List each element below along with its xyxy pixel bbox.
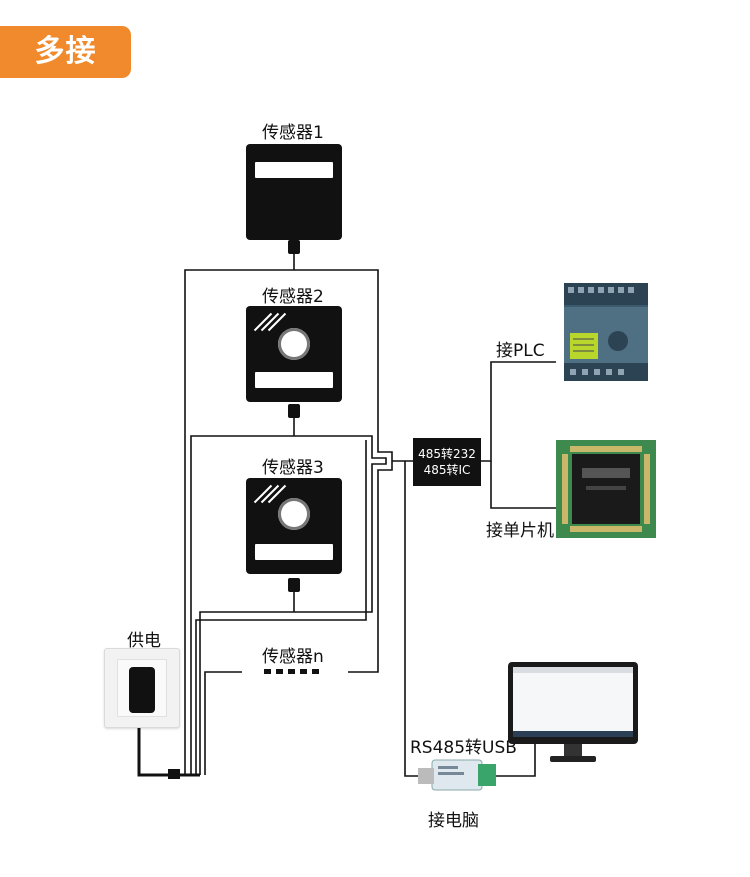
rs485-usb-converter-icon [418,759,496,791]
sensor-3 [246,478,342,574]
sensor-n-label: 传感器n [262,647,324,667]
sensor-3-connector [288,578,300,592]
usb-converter-label: RS485转USB [410,738,517,758]
sensor-3-label: 传感器3 [262,458,324,478]
glare-icon [252,484,287,506]
sensor-1 [246,144,342,240]
sensor-display-window [255,372,333,388]
glare-icon [252,312,287,334]
mcu-label: 接单片机 [486,521,554,541]
protocol-converter: 485转232 485转IC [413,438,481,486]
power-adapter-icon [129,667,155,713]
plc-wire [481,361,556,462]
sensor-display-window [255,544,333,560]
sensor-lens [278,498,310,530]
bus-wire-n [204,671,242,775]
sensor-display-window [255,162,333,178]
plc-label: 接PLC [496,341,545,361]
title-badge: 多接 [0,26,131,78]
sensor-lens [278,328,310,360]
converter-line-2: 485转IC [423,463,471,477]
mcu-chip-icon [556,440,656,538]
bus-wire-inner [195,440,367,775]
sensor-1-label: 传感器1 [262,123,324,143]
power-label: 供电 [127,631,161,651]
bus-wire-middle [190,435,387,775]
sensor-2 [246,306,342,402]
sensor-1-connector [288,240,300,254]
computer-monitor-icon [508,662,638,762]
usb-wire [404,461,418,777]
plc-device-icon [564,283,648,381]
bus-wire-outer [184,269,393,775]
pc-label: 接电脑 [428,811,479,831]
pc-wire [496,742,536,777]
sensor-2-label: 传感器2 [262,287,324,307]
sensor-2-connector [288,404,300,418]
power-socket [104,648,180,728]
converter-line-1: 485转232 [418,447,476,461]
mcu-wire [490,461,556,509]
